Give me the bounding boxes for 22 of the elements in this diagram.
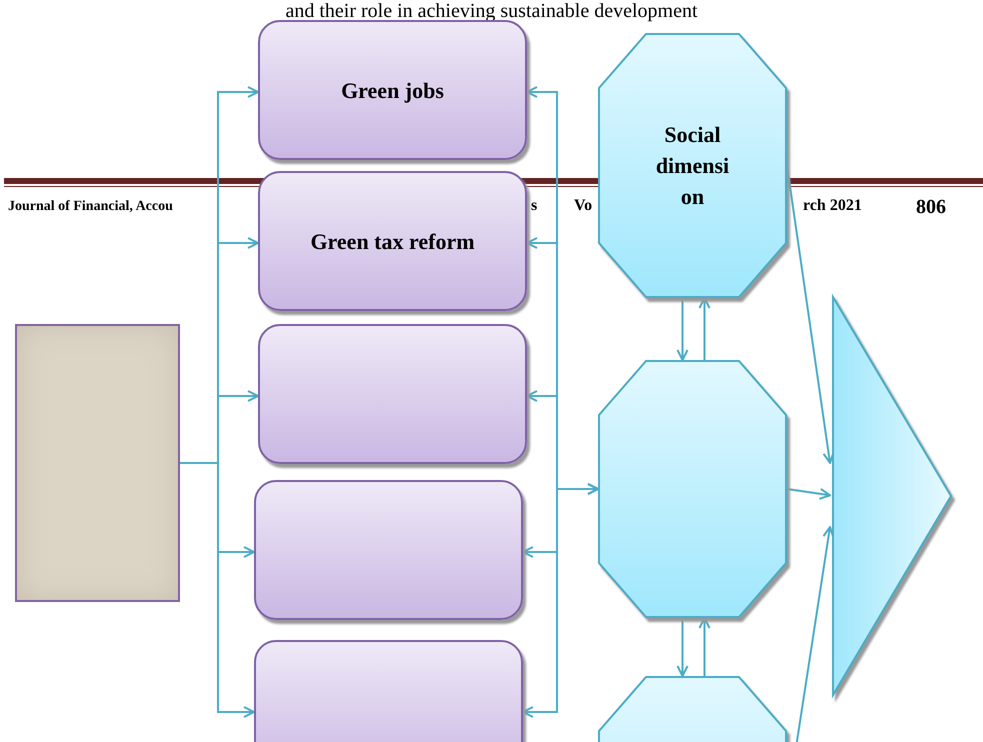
arrow	[786, 488, 831, 500]
arrow	[522, 483, 599, 718]
node-label: Green jobs	[341, 76, 444, 105]
arrow	[676, 618, 688, 677]
texture-box	[15, 324, 180, 602]
running-header: s	[531, 196, 538, 216]
process-box	[258, 171, 527, 311]
arrow	[180, 462, 255, 718]
running-header: Journal of Financial, Accou	[8, 198, 173, 216]
process-box	[254, 480, 523, 620]
node-label: Social dimensi on	[654, 121, 730, 211]
arrow	[698, 617, 710, 676]
process-box	[254, 640, 523, 742]
arrow	[698, 297, 710, 360]
page-title: and their role in achieving sustainable development	[284, 0, 699, 22]
running-header: 806	[916, 195, 946, 220]
running-header: Vo	[574, 196, 592, 216]
node-label: Green tax reform	[310, 228, 475, 256]
arrow	[676, 298, 688, 361]
running-header: rch 2021	[803, 196, 862, 216]
process-box	[258, 324, 527, 464]
process-box	[258, 20, 527, 160]
